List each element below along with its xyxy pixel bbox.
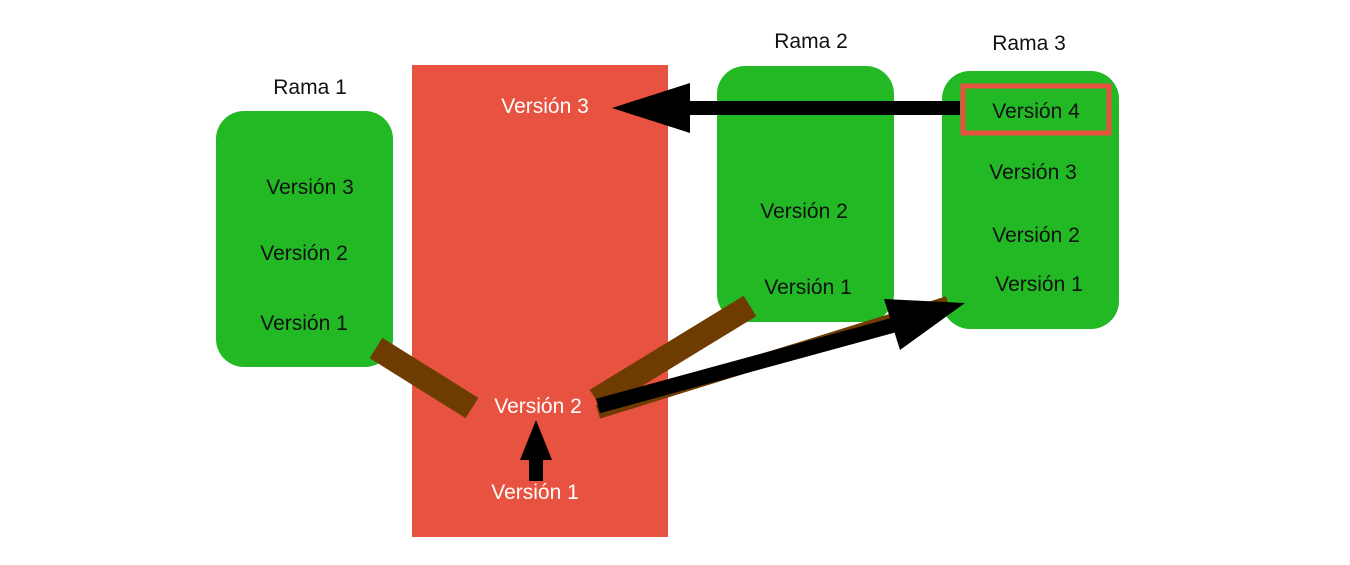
branch-3-version-1: Versión 1 bbox=[995, 273, 1083, 296]
branch-2-title: Rama 2 bbox=[774, 30, 848, 53]
highlight-box bbox=[960, 83, 1112, 136]
branch-2-version-1: Versión 1 bbox=[764, 276, 852, 299]
branch-1-block bbox=[216, 111, 393, 367]
branch-2-block bbox=[717, 66, 894, 322]
branch-1-version-3: Versión 3 bbox=[266, 176, 354, 199]
branch-3-version-2: Versión 2 bbox=[992, 224, 1080, 247]
connector-branch-1 bbox=[369, 337, 479, 419]
arrow-merge-shaft bbox=[688, 101, 960, 115]
branch-3-version-4: Versión 4 bbox=[992, 100, 1080, 123]
arrow-to-branch-3-shaft bbox=[596, 314, 907, 414]
trunk-version-2: Versión 2 bbox=[494, 395, 582, 418]
branch-3-version-3: Versión 3 bbox=[989, 161, 1077, 184]
branch-1-version-1: Versión 1 bbox=[260, 312, 348, 335]
branch-1-title: Rama 1 bbox=[273, 76, 347, 99]
arrow-merge-head bbox=[612, 83, 690, 133]
branch-2-version-2: Versión 2 bbox=[760, 200, 848, 223]
trunk-version-1: Versión 1 bbox=[491, 481, 579, 504]
arrow-up-shaft bbox=[529, 457, 543, 481]
arrow-up-head bbox=[520, 420, 552, 460]
arrow-to-branch-3-head bbox=[884, 299, 965, 350]
connector-branch-2 bbox=[589, 295, 757, 411]
branch-3-title: Rama 3 bbox=[992, 32, 1066, 55]
trunk-version-3: Versión 3 bbox=[501, 95, 589, 118]
branch-1-version-2: Versión 2 bbox=[260, 242, 348, 265]
